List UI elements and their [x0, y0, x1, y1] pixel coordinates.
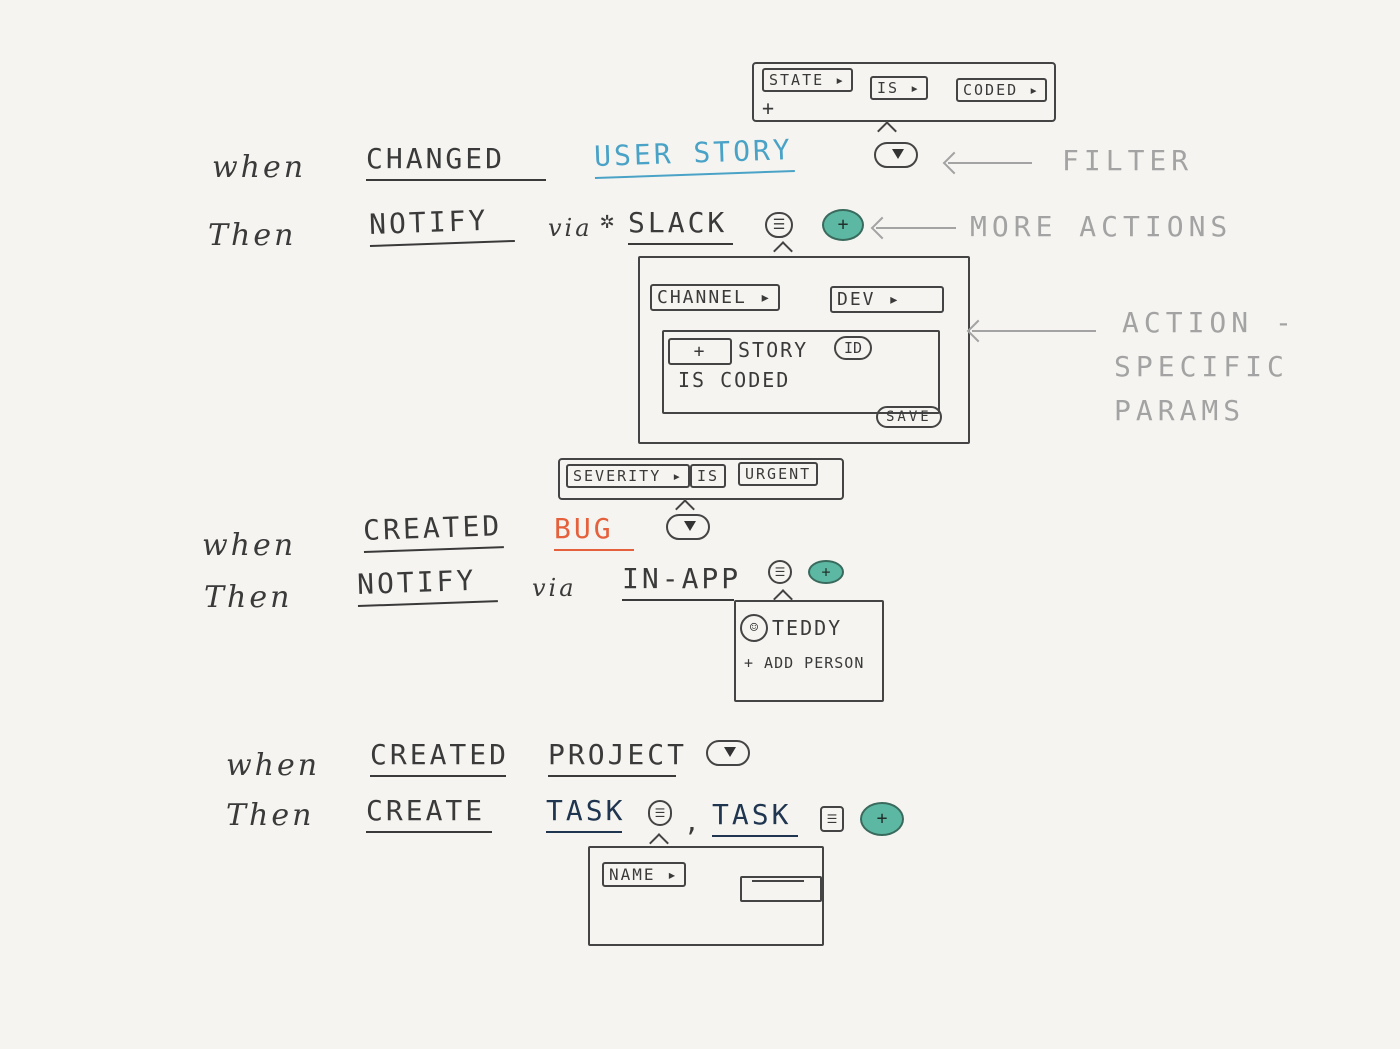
rule3-then-label: Then — [226, 798, 315, 833]
message-text: IS CODED — [678, 368, 791, 392]
filter-icon[interactable] — [874, 142, 918, 168]
list-icon[interactable]: ☰ — [765, 212, 793, 238]
save-button[interactable]: SAVE — [876, 406, 942, 428]
rule2-entity[interactable]: BUG — [554, 512, 634, 551]
rule3-entity[interactable]: PROJECT — [548, 738, 684, 777]
rule1-via-label: via — [548, 214, 593, 242]
message-add-token[interactable]: + — [668, 338, 732, 365]
more-actions-arrow — [876, 227, 956, 229]
annotation-more-actions: MORE ACTIONS — [970, 210, 1233, 243]
rule1-channel[interactable]: SLACK — [628, 206, 733, 245]
filter-chip-field[interactable]: STATE ▸ — [762, 68, 854, 92]
rule2-via-label: via — [532, 574, 577, 602]
rule3-item-task-2[interactable]: TASK — [712, 798, 798, 837]
rule2-channel[interactable]: IN-APP — [622, 562, 738, 601]
rule2-then-label: Then — [204, 580, 293, 615]
task-name-scribble — [752, 880, 804, 882]
filter-chip-operator[interactable]: IS ▸ — [870, 76, 929, 100]
rule1-then-label: Then — [208, 218, 297, 253]
rule1-event[interactable]: CHANGED — [366, 142, 546, 181]
rule3-separator: , — [684, 808, 703, 838]
params-arrow — [972, 330, 1096, 332]
task-name-field-label[interactable]: NAME ▸ — [602, 862, 686, 887]
slack-icon: ✲ — [600, 206, 618, 234]
filter-popup — [752, 62, 1056, 122]
annotation-params-line3: PARAMS — [1114, 394, 1246, 427]
person-avatar-icon: ☺ — [740, 614, 768, 642]
task-params-popup — [588, 846, 824, 946]
rule2-event[interactable]: CREATED — [362, 509, 504, 553]
rule3-action[interactable]: CREATE — [366, 794, 492, 833]
task-name-input[interactable] — [740, 876, 822, 902]
recipients-popup — [734, 600, 884, 702]
plus-icon-rule2[interactable]: + — [808, 560, 844, 584]
rule1-when-label: when — [212, 150, 307, 185]
channel-field-label[interactable]: CHANNEL ▸ — [650, 284, 780, 311]
annotation-params-line2: SPECIFIC — [1114, 350, 1289, 383]
filter-chip-value[interactable]: CODED ▸ — [956, 78, 1048, 102]
rule1-entity[interactable]: USER STORY — [593, 133, 795, 179]
annotation-params-line1: ACTION - — [1122, 306, 1297, 339]
rule3-event[interactable]: CREATED — [370, 738, 506, 777]
message-token-pill[interactable]: ID — [834, 336, 873, 360]
add-person-button[interactable]: + ADD PERSON — [744, 654, 865, 672]
filter-popup-rule2 — [558, 458, 844, 500]
filter-add-condition[interactable]: + — [762, 96, 777, 120]
filter-popup-caret — [877, 121, 897, 141]
list-icon-rule2[interactable]: ☰ — [768, 560, 792, 584]
slack-params-popup — [638, 256, 970, 444]
rule1-action[interactable]: NOTIFY — [368, 202, 515, 247]
message-textarea[interactable] — [662, 330, 940, 414]
rule2-when-label: when — [202, 528, 297, 563]
filter-chip-field-rule2[interactable]: SEVERITY ▸ — [566, 464, 691, 488]
annotation-filter: FILTER — [1062, 144, 1194, 177]
recipient-teddy[interactable]: TEDDY — [772, 616, 843, 640]
rule2-action[interactable]: NOTIFY — [356, 563, 498, 607]
rule3-item-task-1[interactable]: TASK — [546, 794, 622, 833]
filter-icon-rule3[interactable] — [706, 740, 750, 766]
rule3-when-label: when — [226, 748, 321, 783]
plus-icon-rule3[interactable]: + — [860, 802, 904, 836]
list-icon-rule3-task2[interactable]: ☰ — [820, 806, 844, 832]
message-token-label: STORY — [738, 338, 809, 362]
filter-chip-value-rule2[interactable]: URGENT — [738, 462, 819, 486]
filter-chip-operator-rule2[interactable]: IS — [690, 464, 727, 488]
plus-icon[interactable]: + — [822, 209, 864, 241]
list-icon-rule3-task1[interactable]: ☰ — [648, 800, 672, 826]
filter-arrow — [948, 162, 1032, 164]
filter-icon-rule2[interactable] — [666, 514, 710, 540]
channel-field-value[interactable]: DEV ▸ — [830, 286, 944, 313]
